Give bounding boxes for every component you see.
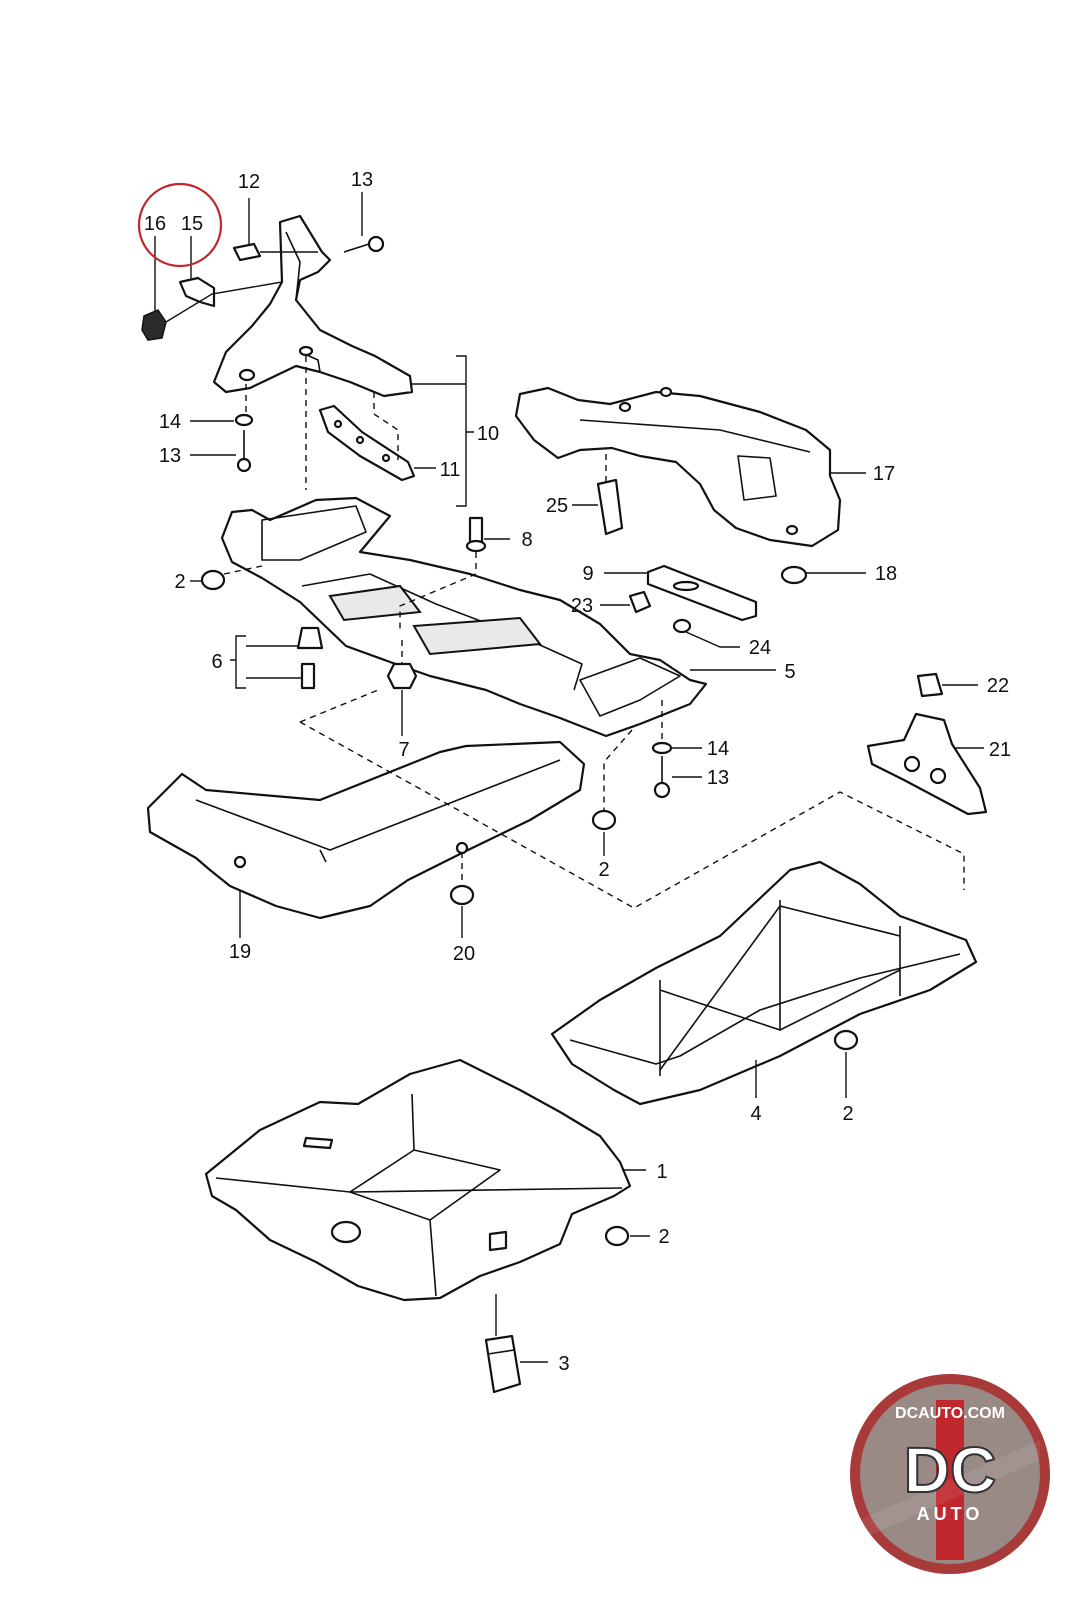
- part-13-screw-right: [653, 756, 671, 799]
- callout-24: 24: [749, 637, 771, 659]
- callout-13-left: 13: [159, 445, 181, 467]
- part-14-washer-left: [234, 413, 254, 427]
- logo-sub-text: AUTO: [917, 1504, 984, 1524]
- part-4-frame: [550, 860, 978, 1106]
- part-12-clip: [232, 242, 262, 262]
- part-13-screw-left: [236, 430, 252, 473]
- part-21-bracket: [866, 712, 988, 816]
- callout-10: 10: [477, 423, 499, 445]
- part-9-plate: [646, 564, 758, 622]
- part-5-panel: [220, 496, 708, 738]
- callout-18: 18: [875, 563, 897, 585]
- part-20-nut: [449, 884, 475, 906]
- part-2-nut-bottom: [604, 1225, 630, 1247]
- part-2-nut-center: [591, 809, 617, 831]
- part-23-clip: [628, 590, 652, 614]
- highlight-circle: [137, 182, 223, 268]
- callout-2-bottom: 2: [658, 1226, 669, 1248]
- part-2-nut-left: [200, 569, 226, 591]
- part-15-clip: [178, 276, 216, 308]
- callout-15: 15: [181, 213, 203, 235]
- callout-2-right: 2: [842, 1103, 853, 1125]
- part-1-panel: [204, 1058, 632, 1302]
- callout-12: 12: [238, 171, 260, 193]
- leader-lines: [154, 192, 984, 1363]
- part-16-clip: [141, 309, 167, 341]
- callout-16: 16: [144, 213, 166, 235]
- callout-7: 7: [398, 739, 409, 761]
- part-6-clip-a: [296, 626, 324, 650]
- logo-letters: DC: [904, 1434, 996, 1506]
- part-2-nut-right: [833, 1029, 859, 1051]
- callout-3: 3: [558, 1353, 569, 1375]
- part-24-nut: [672, 618, 692, 634]
- callout-14-right: 14: [707, 738, 729, 760]
- callout-5: 5: [784, 661, 795, 683]
- part-13-screw-top: [343, 235, 385, 253]
- part-17-bracket: [514, 386, 842, 548]
- part-6-clip-b: [300, 662, 316, 690]
- callout-2-center: 2: [598, 859, 609, 881]
- callout-22: 22: [987, 675, 1009, 697]
- callout-13-top: 13: [351, 169, 373, 191]
- callout-21: 21: [989, 739, 1011, 761]
- callout-20: 20: [453, 943, 475, 965]
- part-3-block: [484, 1334, 522, 1394]
- callout-19: 19: [229, 941, 251, 963]
- callout-25: 25: [546, 495, 568, 517]
- dcauto-logo: DCAUTO.COM DC AUTO: [850, 1374, 1050, 1574]
- callout-11: 11: [440, 459, 461, 481]
- part-8-bolt: [465, 516, 487, 553]
- callout-14-left: 14: [159, 411, 181, 433]
- callout-1: 1: [656, 1161, 667, 1183]
- callout-17: 17: [873, 463, 895, 485]
- part-14-washer-right: [651, 741, 673, 755]
- callout-9: 9: [582, 563, 593, 585]
- part-25-bracket: [596, 478, 624, 536]
- callout-8: 8: [521, 529, 532, 551]
- part-7-nut: [386, 662, 418, 690]
- part-22-clip: [916, 672, 944, 698]
- logo-site-text: DCAUTO.COM: [895, 1405, 1005, 1422]
- callout-4: 4: [750, 1103, 761, 1125]
- callout-6: 6: [211, 651, 222, 673]
- part-11-strip: [318, 404, 416, 482]
- callout-23: 23: [571, 595, 593, 617]
- part-18-nut: [780, 565, 808, 585]
- part-19-panel: [146, 740, 586, 920]
- callout-2-left: 2: [174, 571, 185, 593]
- callout-13-right: 13: [707, 767, 729, 789]
- part-10-bracket: [212, 214, 414, 398]
- callout-labels: 16 15 12 13 14 13 10 11 17 25 8 9 18 2 2…: [144, 169, 1011, 1375]
